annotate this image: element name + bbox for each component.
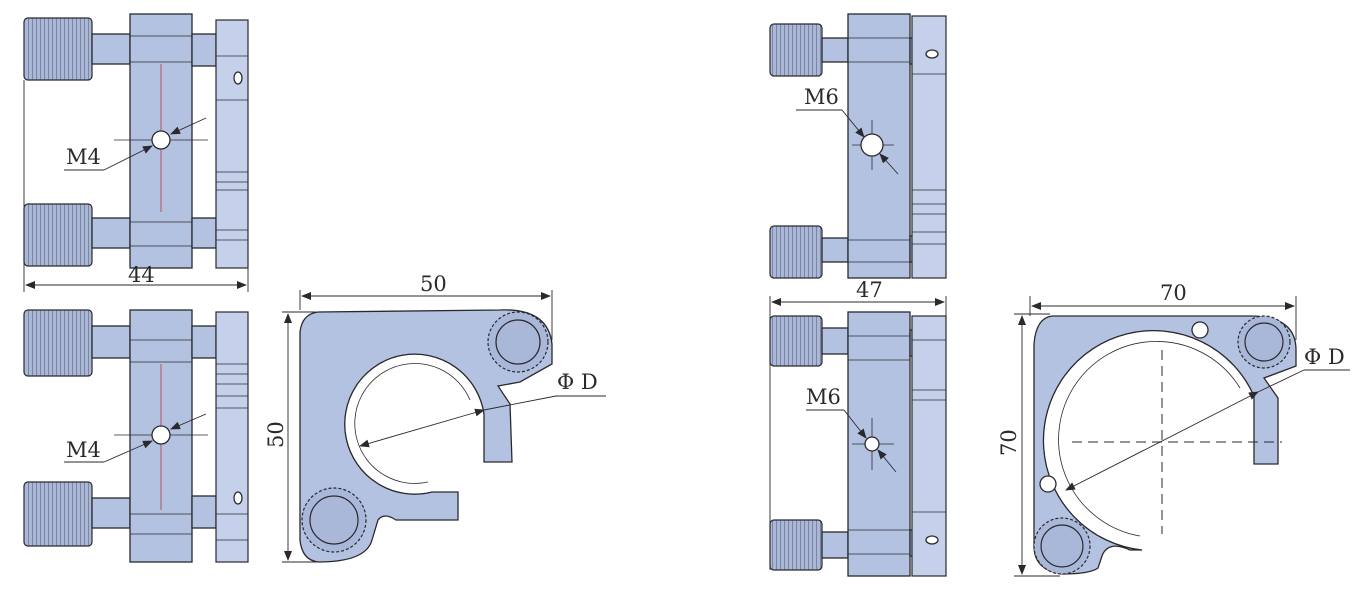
slot-hole [233, 491, 243, 505]
knob-shaft [91, 497, 131, 529]
width-dimension: 44 [128, 263, 155, 287]
mount-plate [215, 19, 249, 269]
right-bottom-side-view: M6 47 [769, 278, 947, 577]
knob [769, 225, 823, 279]
mount-plate [911, 315, 947, 577]
spacer [191, 325, 217, 359]
knob-shaft [91, 217, 131, 249]
thread-hole [151, 425, 171, 445]
knob-shaft [821, 37, 849, 63]
left-clamp-front-view: 50 50 Φ D [264, 272, 606, 563]
width-dimension: 47 [856, 278, 883, 302]
thread-label: M4 [66, 438, 101, 462]
knob [769, 23, 823, 77]
right-top-side-view: M6 [769, 13, 947, 279]
left-bottom-side-view: M4 [23, 309, 249, 563]
spacer [191, 495, 217, 529]
clamp-height-dimension: 70 [997, 429, 1021, 456]
thread-label: M4 [66, 145, 101, 169]
mount-plate [911, 15, 947, 279]
bore-diameter-label: Φ D [557, 370, 598, 394]
left-top-side-view: M4 44 [23, 13, 249, 292]
knob-shaft [821, 327, 849, 355]
clamp-height-dimension: 50 [264, 421, 288, 448]
slot-hole [925, 49, 939, 59]
mount-plate [215, 311, 249, 563]
mount-hole [1191, 321, 1209, 339]
mount-hole [1039, 475, 1057, 493]
slot-hole [925, 535, 939, 545]
knob-shaft [821, 531, 849, 559]
knob-shaft [91, 33, 131, 65]
right-clamp-front-view: 70 70 Φ D [997, 281, 1350, 577]
knob [769, 315, 823, 367]
thread-hole [151, 130, 171, 150]
thread-label: M6 [806, 385, 841, 409]
knob-shaft [91, 325, 131, 359]
clamp-width-dimension: 50 [420, 272, 447, 296]
thread-label: M6 [804, 85, 839, 109]
knob [23, 309, 93, 377]
knob [23, 17, 93, 81]
clamp-width-dimension: 70 [1160, 281, 1187, 305]
thread-hole [864, 436, 880, 452]
slot-hole [233, 71, 243, 85]
spacer [191, 217, 217, 249]
thread-hole [860, 133, 884, 157]
knob [23, 203, 93, 267]
bore-diameter-label: Φ D [1304, 345, 1345, 369]
knob-shaft [821, 237, 849, 263]
knob [769, 519, 823, 571]
knob [23, 481, 93, 547]
spacer [191, 33, 217, 67]
